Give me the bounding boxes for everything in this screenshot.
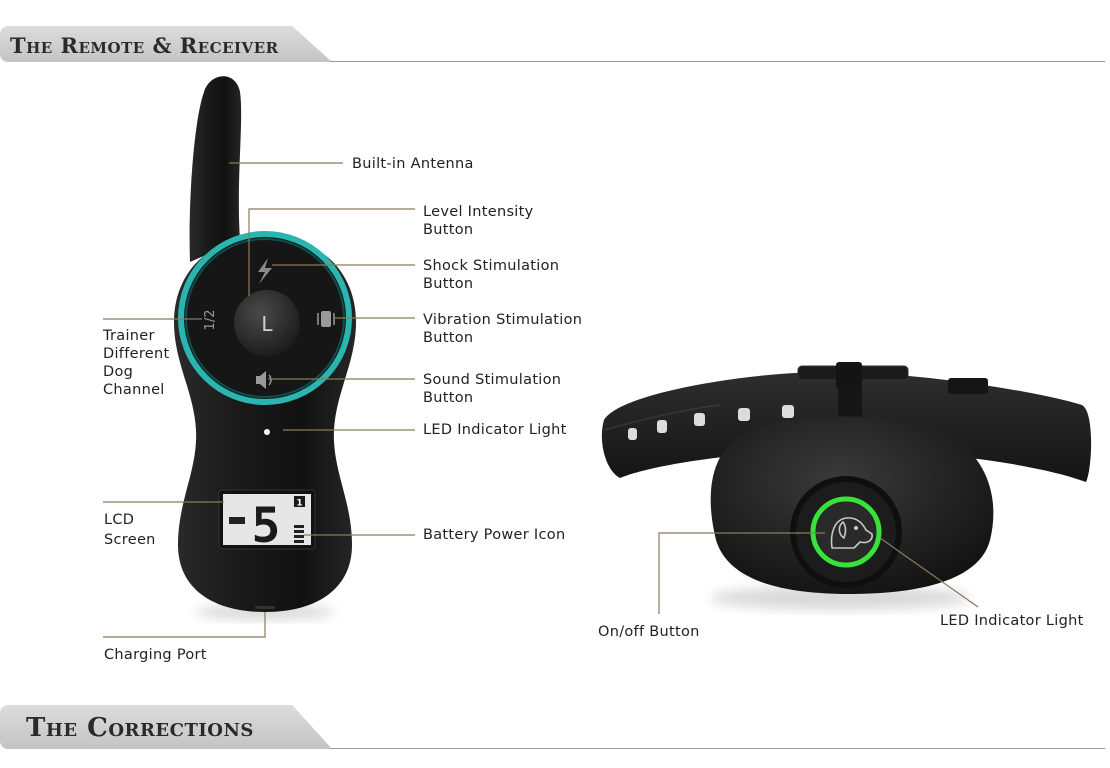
- leader-led-collar: [879, 537, 979, 608]
- callout-level-intensity: Level Intensity Button: [423, 204, 534, 238]
- callout-led-collar: LED Indicator Light: [940, 613, 1084, 629]
- callout-sound: Sound Stimulation Button: [423, 372, 562, 406]
- callout-charging-port: Charging Port: [104, 647, 207, 663]
- vibration-icon: [317, 311, 335, 327]
- lcd-channel-number: 1: [296, 499, 302, 509]
- sound-button[interactable]: [256, 371, 272, 389]
- callout-shock: Shock Stimulation Button: [423, 258, 560, 292]
- section-divider: [330, 748, 1105, 749]
- callout-antenna: Built-in Antenna: [352, 156, 474, 172]
- callout-lcd: LCD Screen: [104, 512, 156, 548]
- remote-transmitter: 1/2 L 5 1: [174, 76, 356, 620]
- collar-receiver: [601, 362, 1092, 610]
- leader-onoff: [658, 532, 825, 614]
- vibration-button[interactable]: [317, 311, 335, 327]
- shock-button[interactable]: [258, 258, 272, 284]
- level-intensity-button[interactable]: L: [234, 290, 300, 356]
- callout-vibration: Vibration Stimulation Button: [423, 312, 583, 346]
- level-button-label: L: [261, 312, 273, 336]
- remote-led-indicator: [264, 429, 270, 435]
- lightning-icon: [258, 258, 272, 284]
- callout-trainer-channel: Trainer Different Dog Channel: [103, 328, 170, 398]
- callout-battery: Battery Power Icon: [423, 527, 566, 543]
- charging-port: [255, 606, 275, 609]
- battery-icon: [294, 525, 304, 543]
- section-divider: [330, 61, 1105, 62]
- power-button[interactable]: [810, 496, 882, 568]
- lcd-screen: 5 1: [218, 489, 316, 554]
- lcd-level-digit: 5: [252, 498, 281, 554]
- leader-level-intensity: [248, 208, 415, 296]
- section-title: The Remote & Receiver: [10, 33, 279, 58]
- channel-button[interactable]: 1/2: [203, 310, 218, 331]
- strap-holes: [628, 405, 794, 440]
- section-title: The Corrections: [26, 713, 254, 743]
- speaker-icon: [256, 371, 272, 389]
- callout-led-remote: LED Indicator Light: [423, 422, 567, 438]
- collar-buckle: [797, 362, 988, 418]
- section-header-tab: [0, 26, 332, 62]
- lcd-minus-segment: [229, 517, 245, 524]
- section-header-tab: [0, 705, 332, 749]
- callout-leader-lines: [103, 162, 979, 638]
- dog-head-icon: [830, 517, 873, 549]
- callout-onoff: On/off Button: [598, 624, 700, 640]
- antenna: [189, 76, 242, 262]
- channel-label: 1/2: [203, 310, 218, 331]
- leader-charging-port: [103, 612, 266, 638]
